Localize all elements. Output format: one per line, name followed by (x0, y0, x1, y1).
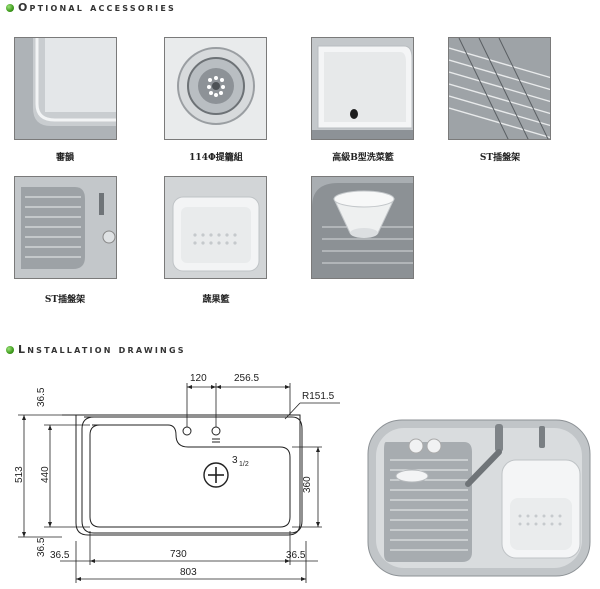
optional-accessories-title: Optional accessories (18, 1, 176, 14)
dim-360: 360 (302, 476, 313, 493)
dim-730: 730 (170, 549, 187, 560)
accessory-thumb-7 (311, 176, 414, 279)
accessory-thumb-1 (14, 37, 117, 140)
accessory-label-5: ST插盤架 (44, 295, 86, 305)
dim-803: 803 (180, 567, 197, 578)
drain-size-sub: 1/2 (239, 461, 249, 468)
installation-drawings-heading: Lnstallation drawings (6, 343, 186, 356)
strainer-image (165, 38, 266, 139)
dim-440: 440 (40, 466, 51, 483)
installation-drawings-title: Lnstallation drawings (18, 343, 186, 356)
dim-36-5-top: 36.5 (36, 387, 47, 407)
dish-rack-sink-image (15, 177, 116, 278)
sink-top-outline (81, 416, 303, 534)
accessory-label-4: ST插盤架 (479, 153, 521, 163)
drain-size-label: 3 (232, 455, 238, 466)
dim-120: 120 (190, 373, 207, 384)
accessory-label-2: 114Φ提籠組 (189, 153, 243, 163)
accessory-thumb-2 (164, 37, 267, 140)
bowl-basket-image (312, 177, 413, 278)
accessory-thumb-5 (14, 176, 117, 279)
bullet-icon (6, 345, 14, 354)
accessory-thumb-3 (311, 37, 414, 140)
fruit-basket-image (165, 177, 266, 278)
washing-basket-image (312, 38, 413, 139)
sink-bowl-outline (89, 424, 291, 528)
accessory-thumb-6 (164, 176, 267, 279)
dim-r151-5: R151.5 (302, 391, 335, 402)
bullet-icon (6, 3, 14, 12)
sink-product-photo (364, 412, 594, 582)
dim-36-5-left: 36.5 (50, 550, 70, 561)
dim-256-5: 256.5 (234, 373, 259, 384)
faucet-hole-right (211, 426, 221, 436)
dim-36-5-bottom: 36.5 (36, 537, 47, 557)
accessory-label-6: 蔬果籃 (202, 295, 230, 305)
accessory-label-3: 高級B型洗菜籃 (332, 153, 394, 163)
accessory-label-1: 審韻 (55, 153, 74, 163)
faucet-hole-left (182, 426, 192, 436)
optional-accessories-heading: Optional accessories (6, 1, 176, 14)
installation-drawing: 3 1/2 120 256.5 R151.5 (14, 373, 340, 583)
dim-36-5-right: 36.5 (286, 550, 306, 561)
sink-outer-outline (62, 414, 301, 536)
accessory-thumb-4 (448, 37, 551, 140)
dish-rack-image (449, 38, 550, 139)
sink-corner-image (15, 38, 116, 139)
dim-513: 513 (14, 466, 25, 483)
